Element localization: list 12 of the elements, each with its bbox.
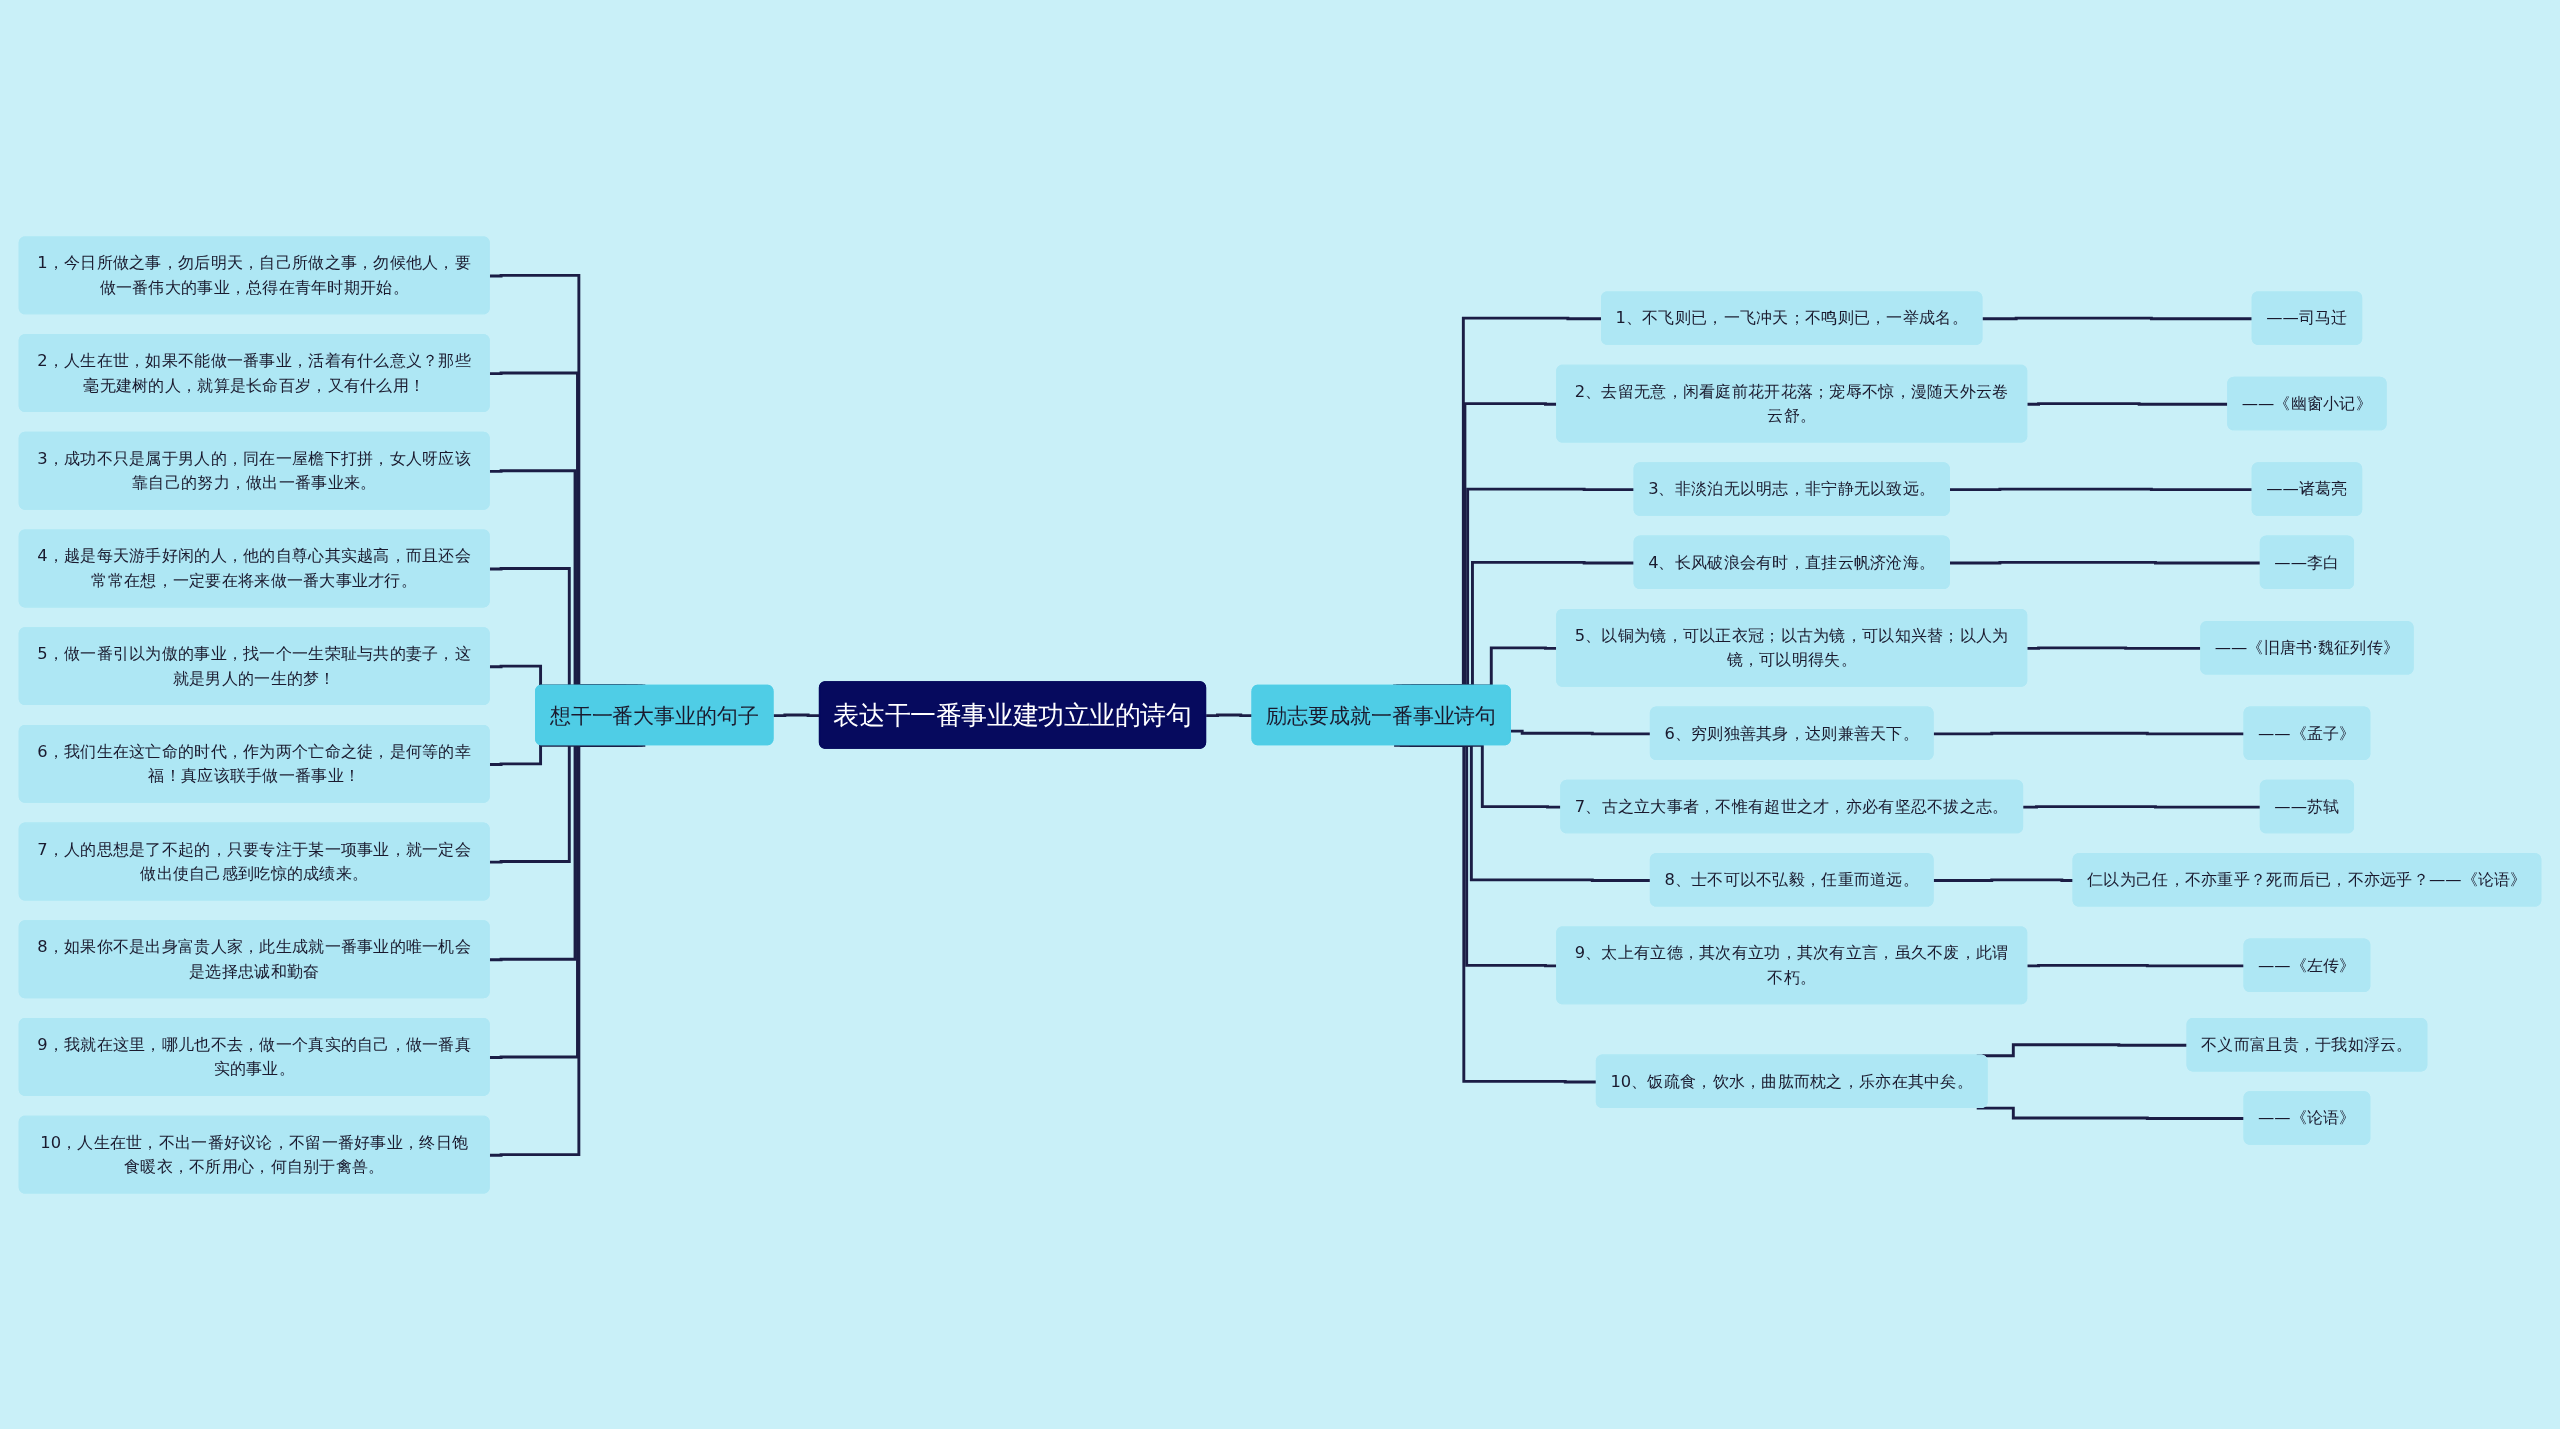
connector [1394,743,1597,1083]
connector [1976,1106,2245,1120]
connector [1206,713,1253,717]
connector [489,743,646,1157]
connector [1933,877,2074,882]
connector [1982,316,2253,320]
connector [1949,560,2261,564]
connector [1949,487,2253,491]
connector [1933,731,2245,735]
connector [2023,804,2261,809]
connector [2027,963,2245,967]
connector [489,743,569,766]
